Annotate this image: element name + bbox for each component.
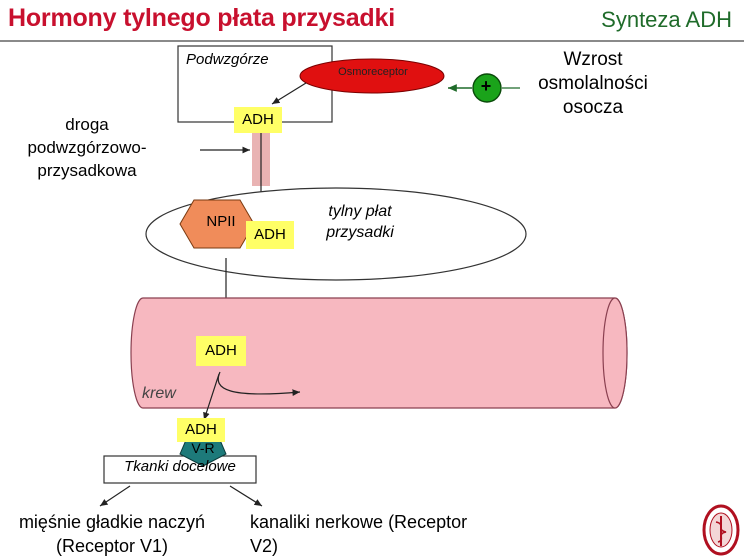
- effect-v1-arrow: [99, 485, 131, 507]
- stimulus-label: Wzrost osmolalności osocza: [538, 49, 648, 118]
- target-tissue-label: Tkanki docelowe: [124, 458, 236, 475]
- osmoreceptor-label: Osmoreceptor: [338, 66, 408, 78]
- page-subtitle: Synteza ADH: [601, 7, 732, 32]
- pathway-label: droga podwzgórzowo-przysadkowa: [27, 115, 147, 180]
- adh-blood-box: ADH: [196, 336, 246, 366]
- effect-v2-arrow: [229, 485, 263, 507]
- adh-hypothalamus-box: ADH: [234, 107, 282, 133]
- effect-v2-label: kanaliki nerkowe (Receptor V2): [250, 512, 468, 556]
- npii-label: NPII: [206, 213, 236, 230]
- osmoreceptor-to-adh-arrow: [271, 82, 307, 105]
- posterior-lobe-label: tylny płat przysadki: [326, 203, 394, 241]
- page-title: Hormony tylnego płata przysadki: [8, 4, 395, 32]
- adh-lobe-box: ADH: [246, 221, 294, 249]
- plus-circle-icon: [472, 73, 502, 103]
- target-tissue-box: [103, 455, 257, 484]
- adh-receptor-box: ADH: [177, 418, 225, 442]
- blood-vessel-end: [602, 297, 628, 409]
- blood-to-receptor-arrow: [203, 373, 220, 421]
- title-divider: [0, 40, 744, 42]
- effect-v1-label: mięśnie gładkie naczyń (Receptor V1): [18, 512, 206, 556]
- vr-receptor-label: V-R: [191, 440, 215, 456]
- hypothalamus-label: Podwzgórze: [186, 51, 269, 68]
- plus-sign: +: [480, 76, 492, 96]
- npii-hexagon: [179, 199, 255, 249]
- osmoreceptor-shape: [299, 58, 445, 94]
- blood-label: krew: [142, 385, 176, 402]
- university-seal-icon: [702, 504, 740, 556]
